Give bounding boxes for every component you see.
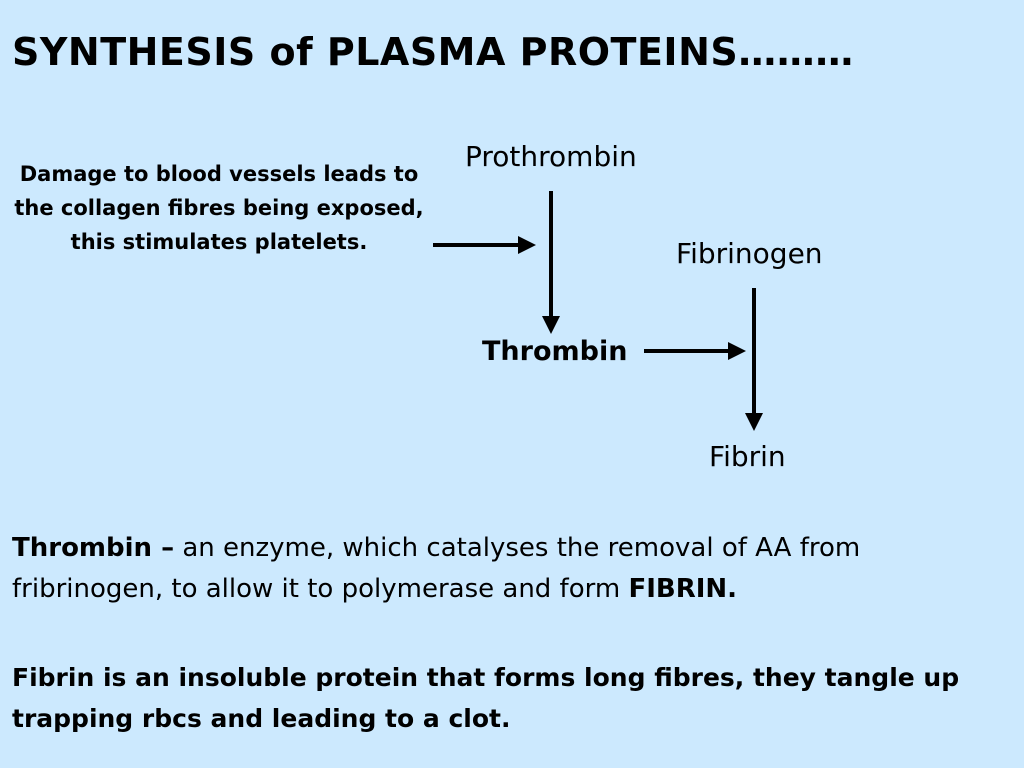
- thrombin-label: Thrombin: [482, 336, 628, 367]
- thrombin-term: Thrombin –: [12, 533, 175, 563]
- arrow-fibrinogen-to-fibrin: [745, 288, 763, 431]
- prothrombin-label: Prothrombin: [465, 140, 637, 173]
- fibrinogen-label: Fibrinogen: [676, 237, 823, 270]
- arrow-damage-to-pathway: [433, 236, 536, 254]
- arrow-thrombin-to-fibrin-pathway: [644, 342, 746, 360]
- damage-note: Damage to blood vessels leads to the col…: [14, 162, 424, 254]
- fibrin-emphasis: FIBRIN.: [628, 574, 738, 604]
- thrombin-definition: Thrombin – an enzyme, which catalyses th…: [12, 528, 1012, 610]
- thrombin-definition-text: an enzyme, which catalyses the removal o…: [12, 533, 861, 604]
- page-title: SYNTHESIS of PLASMA PROTEINS………: [12, 30, 854, 74]
- fibrin-note: Fibrin is an insoluble protein that form…: [12, 663, 960, 733]
- arrow-prothrombin-to-thrombin: [542, 191, 560, 334]
- fibrin-label: Fibrin: [709, 440, 786, 473]
